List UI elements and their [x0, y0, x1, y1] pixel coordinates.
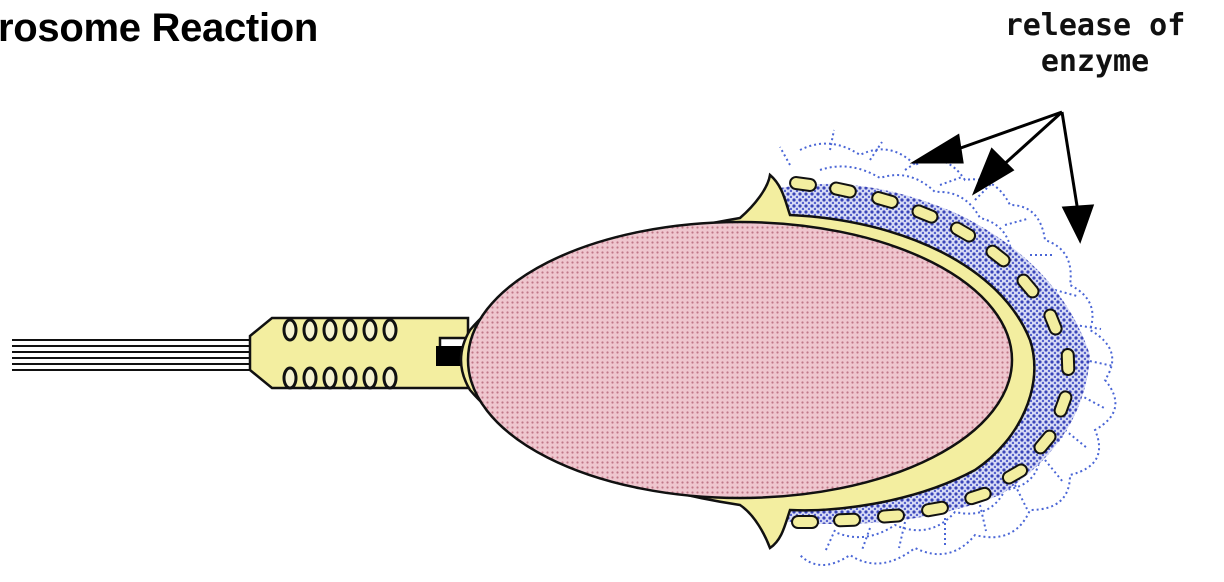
centriole-block [436, 346, 462, 366]
nucleus [468, 222, 1012, 498]
